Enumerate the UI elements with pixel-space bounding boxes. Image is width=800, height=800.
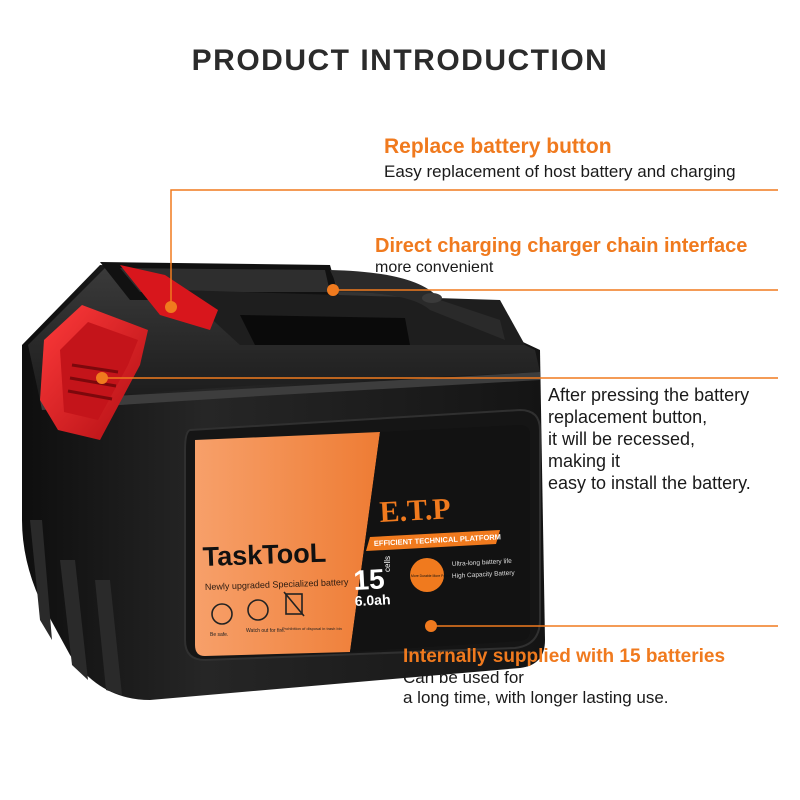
annotation-charging-title: Direct charging charger chain interface [375, 235, 748, 257]
battery-label: TaskTooL Newly upgraded Specialized batt… [195, 425, 530, 656]
fire-warning-icon [247, 599, 269, 621]
annotation-batteries: Can be used for a long time, with longer… [403, 668, 669, 708]
batteries-line-1: Can be used for [403, 668, 524, 687]
recess-line-1: After pressing the battery [548, 385, 750, 405]
no-trash-icon [285, 593, 303, 615]
batteries-line-2: a long time, with longer lasting use. [403, 688, 669, 707]
callout-dot-recess [96, 372, 108, 384]
cells-unit: cells [383, 556, 392, 572]
cells-count: 15 [353, 563, 386, 596]
capacity: 6.0ah [354, 591, 391, 609]
recess-line-4: making it [548, 451, 621, 471]
annotation-replace-button-title: Replace battery button [384, 135, 612, 158]
recess-line-3: it will be recessed, [548, 429, 696, 449]
icon-1-label: Be safe. [210, 632, 228, 638]
badge-text: More Durable More Powerful [411, 574, 455, 578]
icon-3-label: Prohibition of disposal in trash bin [282, 626, 342, 631]
recess-line-2: replacement button, [548, 407, 708, 427]
durable-badge [410, 558, 444, 592]
be-safe-icon [211, 603, 233, 625]
etp-logo: E.T.P [379, 492, 452, 529]
annotation-batteries-title: Internally supplied with 15 batteries [403, 646, 726, 667]
annotation-replace-button-text: Easy replacement of host battery and cha… [384, 162, 736, 181]
page-title: PRODUCT INTRODUCTION [191, 44, 609, 77]
annotation-charging-text: more convenient [375, 259, 494, 276]
feature-1: Ultra-long battery life [452, 558, 513, 568]
brand-logo: TaskTooL [202, 538, 326, 572]
callout-dot-button [165, 301, 177, 313]
callout-dot-cells [425, 620, 437, 632]
safety-icons: Be safe. Watch out for fire. Prohibition… [210, 591, 342, 638]
callout-lines [96, 189, 778, 632]
icon-2-label: Watch out for fire. [246, 628, 285, 634]
release-button [40, 265, 218, 440]
annotation-recess: After pressing the battery replacement b… [548, 384, 751, 494]
feature-2: High Capacity Battery [452, 570, 516, 580]
callout-dot-interface [327, 284, 339, 296]
recess-line-5: easy to install the battery. [548, 473, 751, 493]
